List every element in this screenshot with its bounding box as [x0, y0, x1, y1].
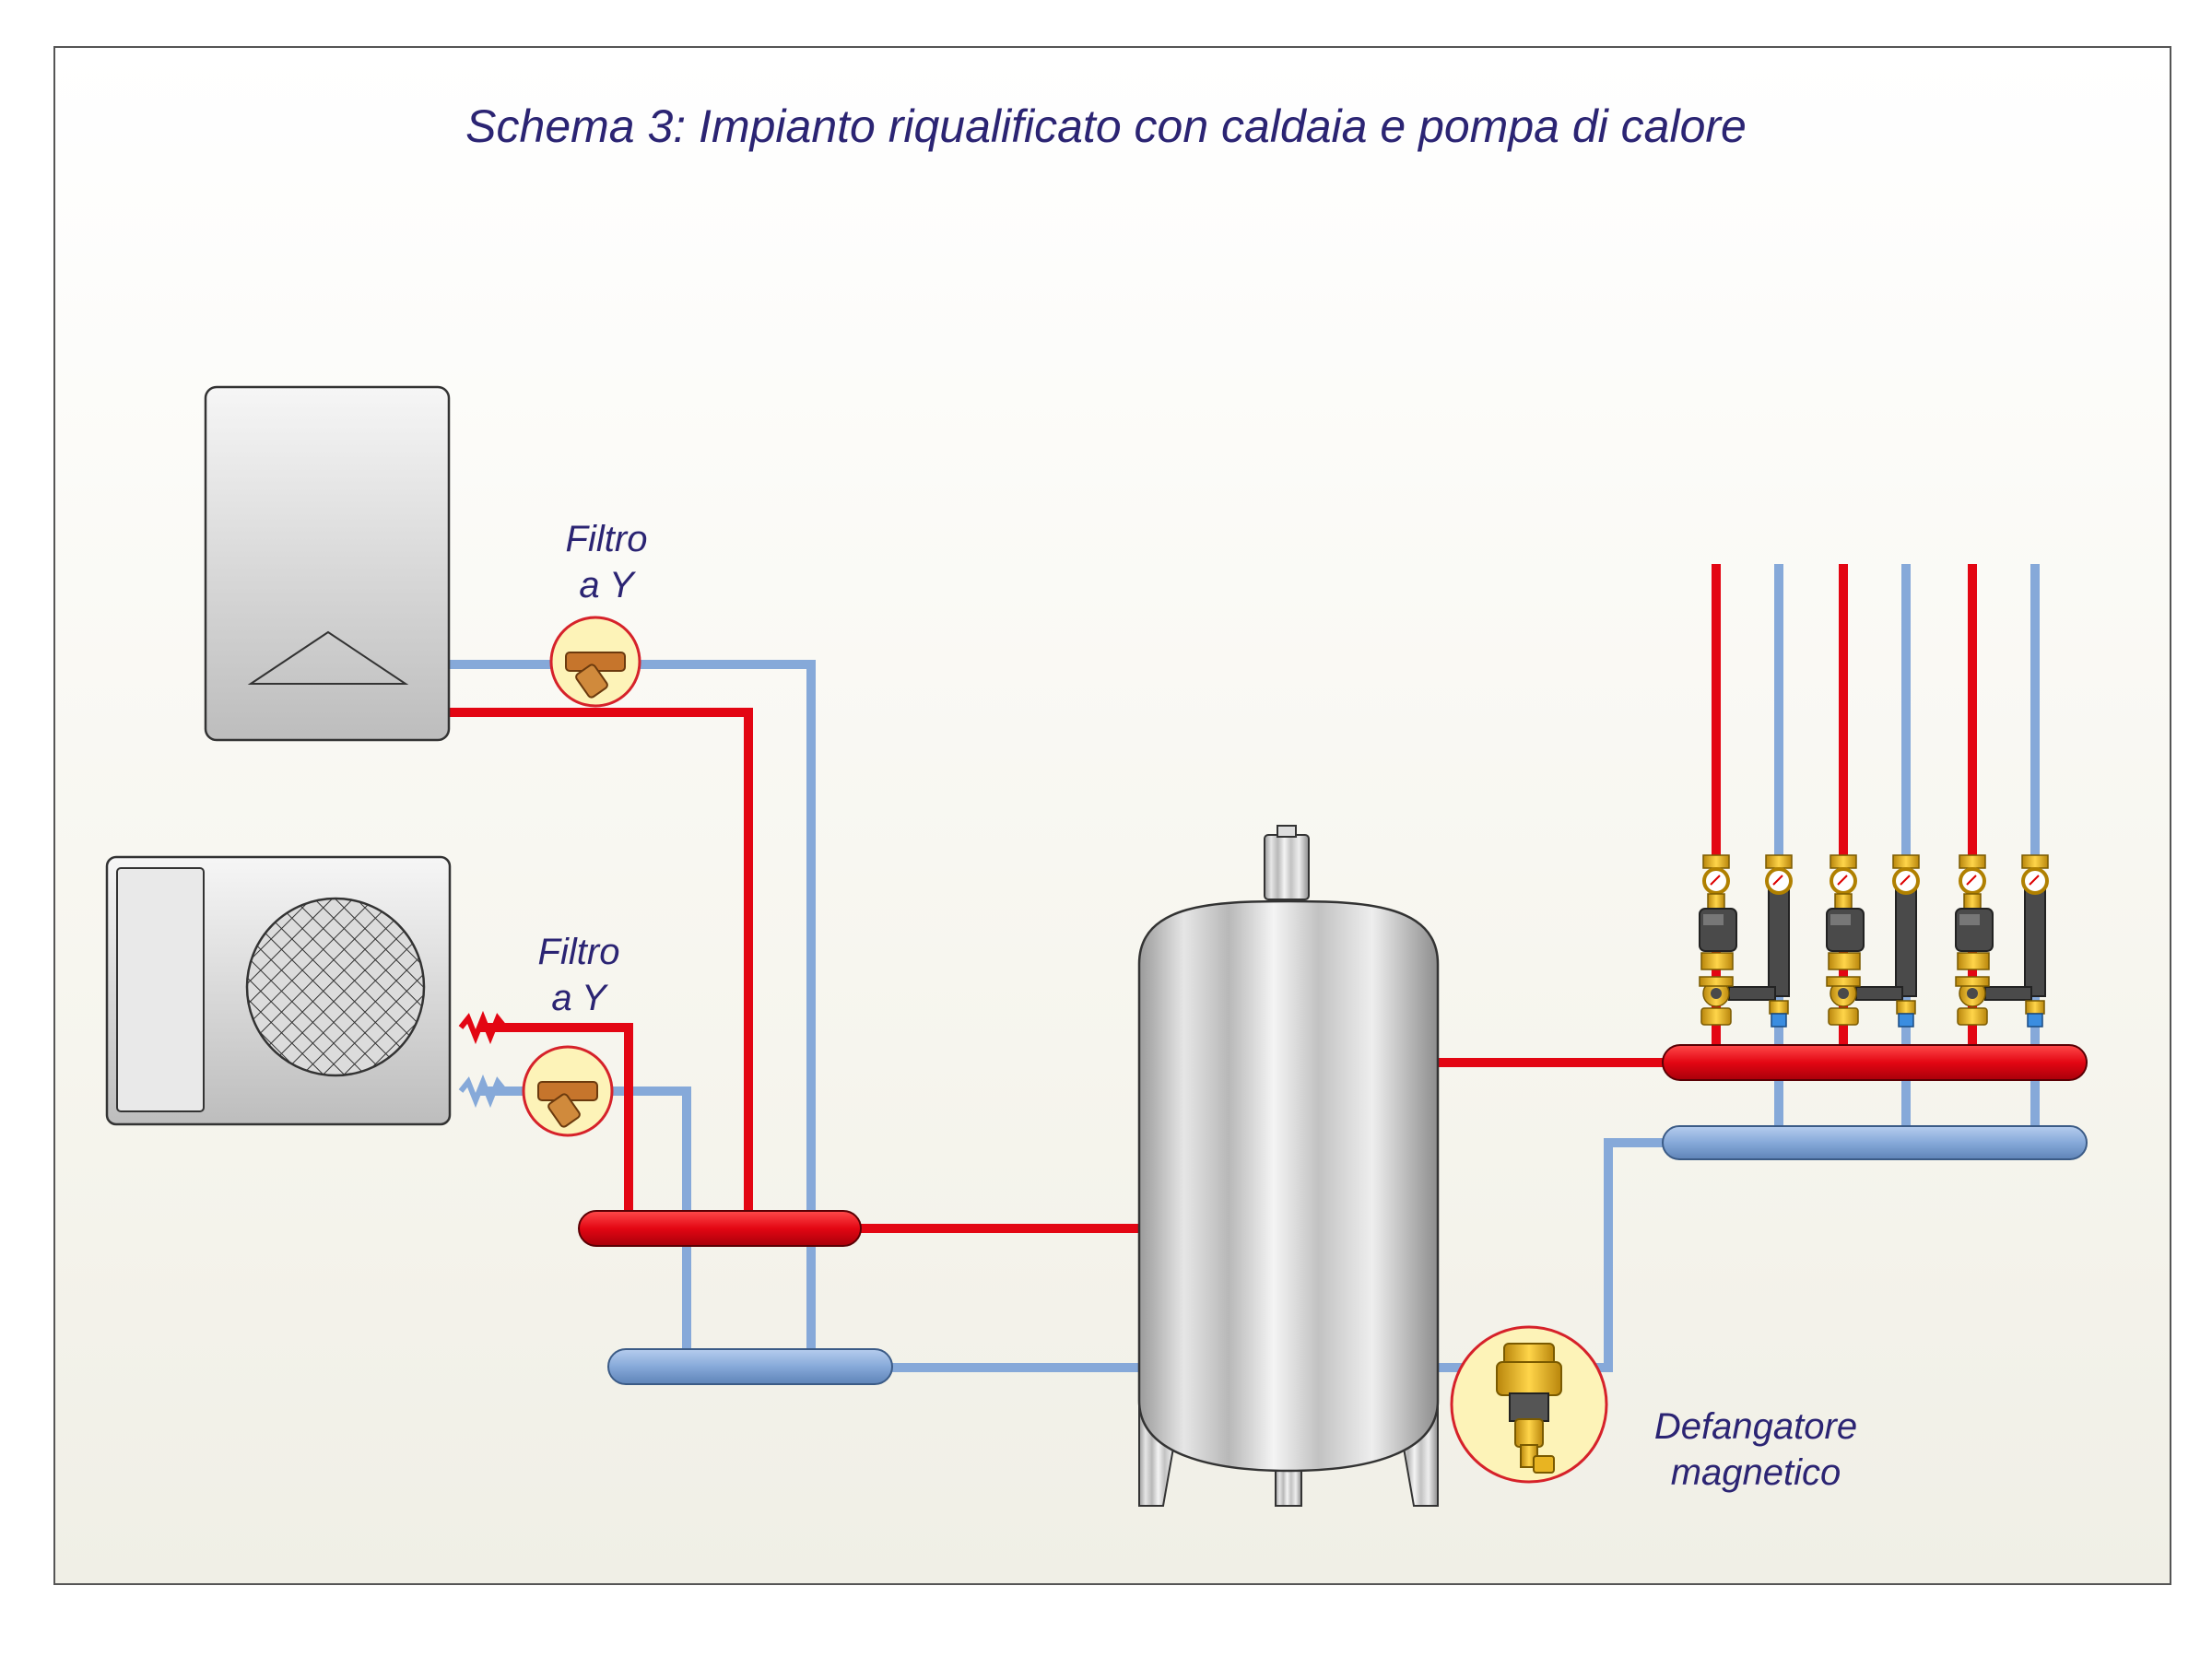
cold-collector [607, 1348, 893, 1385]
magnetic-dirt-separator-icon [1450, 1325, 1608, 1484]
pump-group-icon [1954, 853, 2050, 1028]
buffer-tank-icon [1137, 825, 1440, 1507]
y-filter-icon [522, 1045, 614, 1137]
filter-label-bottom: Filtro a Y [537, 932, 620, 1018]
pump-group-icon [1825, 853, 1921, 1028]
diagram-title: Schema 3: Impianto riqualificato con cal… [465, 100, 1747, 152]
cold-manifold [1662, 1125, 2088, 1160]
y-filter-icon [549, 616, 641, 708]
pump-group-icon [1699, 854, 1793, 1028]
filter-label-top: Filtro a Y [565, 519, 648, 605]
heat-pump-icon [105, 855, 508, 1126]
boiler-icon [204, 385, 451, 742]
hot-collector [578, 1210, 862, 1247]
diagram-frame [53, 46, 2171, 1585]
defangatore-label: Defangatore magnetico [1653, 1406, 1858, 1493]
hot-manifold [1662, 1044, 2088, 1081]
